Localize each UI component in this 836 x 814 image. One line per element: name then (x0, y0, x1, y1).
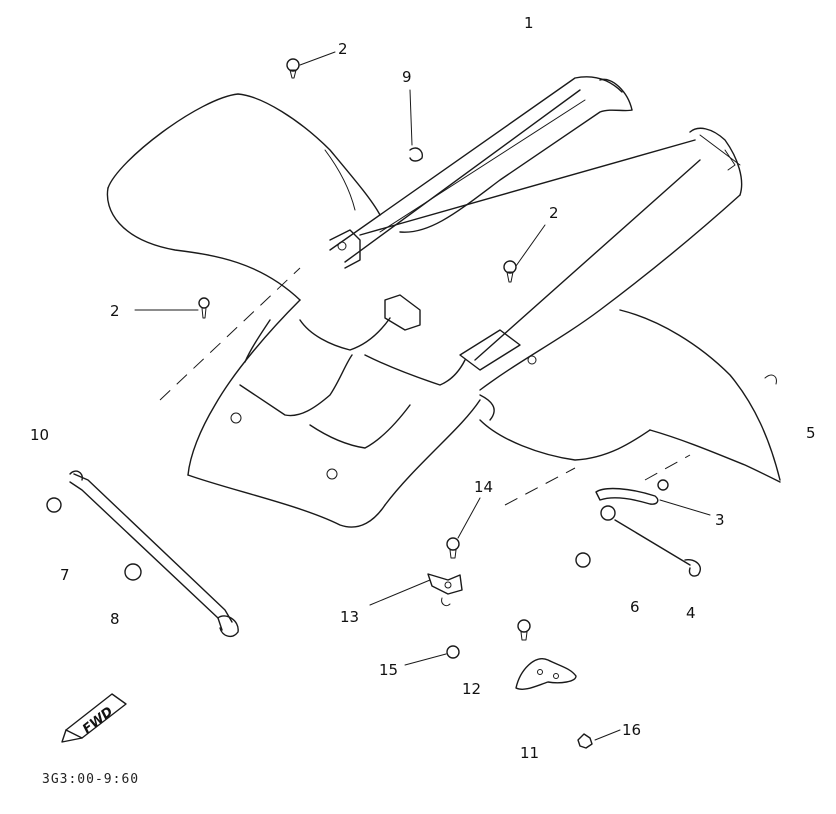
callout-12: 12 (462, 680, 481, 698)
bolt-2-top (286, 58, 300, 79)
fwd-arrow-icon: FWD (61, 693, 127, 743)
drawing-code: 3G3:00-9:60 (42, 772, 139, 787)
callout-2-left: 2 (110, 302, 120, 320)
front-fender-right-flap (479, 309, 781, 483)
callout-2-middle: 2 (549, 204, 559, 222)
callout-10: 10 (30, 426, 49, 444)
callout-5: 5 (806, 424, 816, 442)
nut-16 (577, 733, 593, 749)
dashed-leaders (159, 267, 691, 506)
callout-15: 15 (379, 661, 398, 679)
callout-16: 16 (622, 721, 641, 739)
bolt-12 (517, 619, 531, 641)
callout-9: 9 (402, 68, 412, 86)
grommet-8 (124, 563, 142, 581)
main-fender-body (187, 76, 743, 528)
nut-15 (446, 645, 460, 659)
callout-6: 6 (630, 598, 640, 616)
bolt-2-middle (503, 260, 517, 283)
callout-11: 11 (520, 744, 539, 762)
callout-leaders (134, 51, 711, 741)
fwd-label: FWD (80, 704, 116, 737)
grommet-10 (46, 497, 62, 513)
bracket-11 (515, 658, 577, 691)
bracket-3 (595, 479, 669, 505)
grommet-6 (575, 552, 591, 568)
callout-2-top: 2 (338, 40, 348, 58)
bracket-4 (600, 505, 702, 577)
bolt-14 (446, 537, 460, 559)
callout-4: 4 (686, 604, 696, 622)
callout-14: 14 (474, 478, 493, 496)
callout-8: 8 (110, 610, 120, 628)
callout-3: 3 (715, 511, 725, 529)
bolt-2-left (198, 297, 210, 319)
clip-9 (409, 147, 424, 162)
stay-7 (69, 470, 239, 638)
rear-fender-left-flap (106, 93, 381, 301)
callout-7: 7 (60, 566, 70, 584)
callout-1: 1 (524, 14, 534, 32)
callout-13: 13 (340, 608, 359, 626)
bracket-13 (427, 573, 463, 607)
